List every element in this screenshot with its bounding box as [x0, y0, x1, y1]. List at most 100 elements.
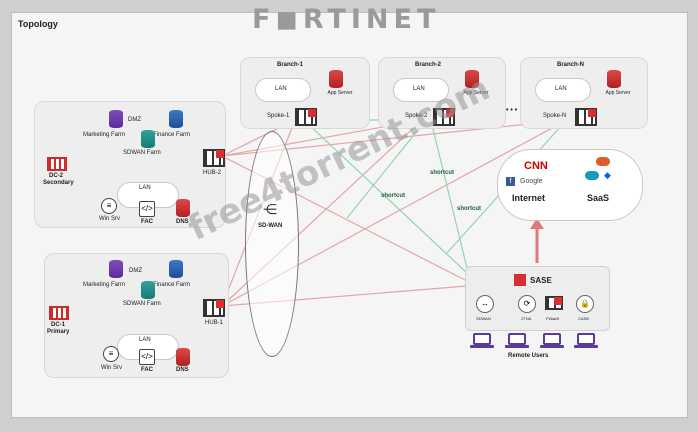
sase-item: CASB — [578, 316, 589, 321]
sdwan-icon: ⋲ — [263, 201, 277, 217]
server-icon: ≡ — [103, 346, 119, 362]
database-icon — [109, 110, 123, 128]
link-spoke2-shortcut — [346, 124, 423, 219]
laptop-icon — [540, 333, 564, 348]
dc2-marketing: Marketing Farm — [83, 132, 126, 138]
hub1-firewall-icon — [203, 299, 225, 317]
laptop-icon — [505, 333, 529, 348]
hub2-firewall-icon — [203, 149, 225, 167]
sdwan-icon: ↔ — [476, 295, 494, 313]
lan-cloud — [255, 78, 311, 102]
sase-internet-arrowhead — [530, 218, 544, 229]
dc2-fac: FAC — [141, 219, 153, 225]
branch-server: App Server — [463, 90, 489, 96]
shortcut-label: shortcut — [430, 170, 454, 176]
dc1-winsrv: Win Srv — [101, 365, 122, 371]
shortcut-label: shortcut — [381, 193, 405, 199]
dc2-dns: DNS — [176, 219, 189, 225]
lan-cloud — [393, 78, 449, 102]
dropbox-icon: ◆ — [604, 170, 611, 180]
branch-spoke: Spoke-2 — [405, 113, 428, 119]
ztna-icon: ⟳ — [518, 295, 536, 313]
office-icon — [596, 157, 610, 166]
app-server-icon — [465, 70, 479, 88]
dc1-panel: DC-1 Primary DMZ Marketing Farm Finance … — [44, 253, 229, 378]
branch-lan: LAN — [555, 86, 567, 92]
dc2-name: DC-2 — [49, 173, 64, 179]
dc2-dmz: DMZ — [128, 117, 141, 123]
cnn-logo: CNN — [524, 160, 548, 172]
branch-name: Branch-1 — [277, 62, 304, 68]
google-text: Google — [520, 178, 543, 185]
sase-item: FWaaS — [546, 316, 560, 321]
salesforce-icon — [585, 171, 599, 180]
fortinet-logo: F◼RTINET — [252, 4, 441, 35]
fac-icon: </> — [139, 349, 155, 365]
dc1-name: DC-1 — [51, 322, 66, 328]
page-title: Topology — [18, 19, 58, 29]
fac-icon: </> — [139, 201, 155, 217]
sase-item: ZTNA — [521, 316, 532, 321]
dc1-sub: Primary — [47, 329, 70, 335]
sase-logo-icon — [514, 274, 526, 286]
dns-icon — [176, 348, 190, 366]
database-icon — [169, 110, 183, 128]
sase-panel: SASE ↔ SDWAN ⟳ ZTNA FWaaS 🔒 CASB — [465, 266, 610, 331]
branch-server: App Server — [605, 90, 631, 96]
link-spoke2-sase — [431, 124, 468, 269]
branch-lan: LAN — [413, 86, 425, 92]
sdwan-label: SD-WAN — [258, 223, 283, 229]
branch-2-panel: Branch-2 LAN App Server Spoke-2 — [378, 57, 506, 129]
link-spoke1-sase — [306, 122, 468, 274]
branch-spoke: Spoke-1 — [267, 113, 290, 119]
app-server-icon — [329, 70, 343, 88]
dc2-finance: Finance Farm — [153, 132, 191, 138]
datacenter-icon — [49, 306, 69, 320]
casb-icon: 🔒 — [576, 295, 594, 313]
app-server-icon — [607, 70, 621, 88]
datacenter-icon — [47, 157, 67, 171]
branch-ellipsis: • • • — [506, 107, 518, 114]
laptop-icon — [574, 333, 598, 348]
internet-saas-cloud — [497, 149, 643, 221]
sase-title: SASE — [530, 276, 552, 285]
dc2-lan: LAN — [139, 185, 151, 191]
dc2-sdwan: SDWAN Farm — [123, 150, 161, 156]
dns-icon — [176, 199, 190, 217]
spoke-firewall-icon — [295, 108, 317, 126]
dc1-dns: DNS — [176, 367, 189, 373]
topology-frame: Topology F◼RTINET DC-2 Secondary — [11, 4, 688, 418]
sase-item: SDWAN — [476, 316, 491, 321]
branch-name: Branch-N — [557, 62, 585, 68]
remote-users-label: Remote Users — [508, 353, 549, 359]
database-icon — [141, 281, 155, 299]
shortcut-label: shortcut — [457, 206, 481, 212]
database-icon — [169, 260, 183, 278]
sdwan-overlay — [245, 131, 299, 357]
branch-name: Branch-2 — [415, 62, 442, 68]
spoke-firewall-icon — [433, 108, 455, 126]
dc2-hub: HUB-2 — [203, 170, 222, 176]
branch-lan: LAN — [275, 86, 287, 92]
spoke-firewall-icon — [575, 108, 597, 126]
dc2-panel: DC-2 Secondary DMZ Marketing Farm Financ… — [34, 101, 226, 228]
database-icon — [109, 260, 123, 278]
branch-server: App Server — [327, 90, 353, 96]
branch-n-panel: Branch-N LAN App Server Spoke-N — [520, 57, 648, 129]
facebook-icon: f — [506, 177, 515, 186]
laptop-icon — [470, 333, 494, 348]
dc1-dmz: DMZ — [129, 268, 142, 274]
server-icon: ≡ — [101, 198, 117, 214]
dc1-finance: Finance Farm — [153, 282, 191, 288]
saas-label: SaaS — [587, 193, 610, 203]
dc2-sub: Secondary — [43, 180, 74, 186]
fwaas-icon — [545, 296, 563, 310]
dc1-fac: FAC — [141, 367, 153, 373]
branch-1-panel: Branch-1 LAN App Server Spoke-1 — [240, 57, 370, 129]
database-icon — [141, 130, 155, 148]
internet-label: Internet — [512, 193, 546, 203]
dc1-sdwan: SDWAN Farm — [123, 301, 161, 307]
branch-spoke: Spoke-N — [543, 113, 567, 119]
dc1-lan: LAN — [139, 337, 151, 343]
lan-cloud — [535, 78, 591, 102]
